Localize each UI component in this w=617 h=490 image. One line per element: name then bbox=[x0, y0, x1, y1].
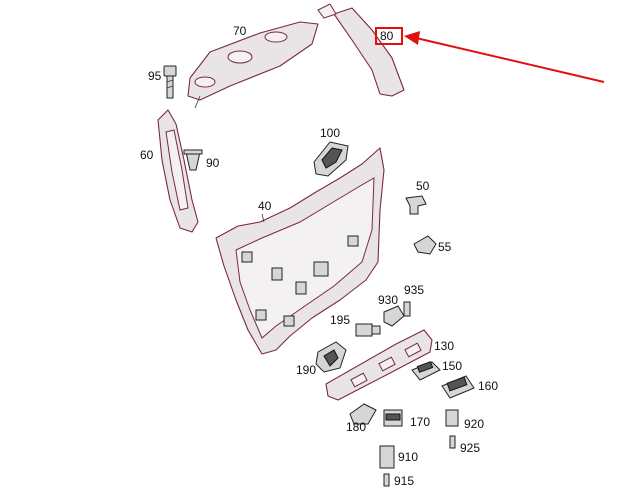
label-190: 190 bbox=[296, 363, 316, 377]
label-90: 90 bbox=[206, 156, 220, 170]
part-60-pillar-strip[interactable] bbox=[157, 109, 199, 233]
label-935: 935 bbox=[404, 283, 424, 297]
label-910: 910 bbox=[398, 450, 418, 464]
part-95-bolt[interactable] bbox=[163, 65, 177, 99]
highlight-arrow-head bbox=[404, 31, 420, 45]
part-925-screw[interactable] bbox=[449, 435, 456, 449]
label-70: 70 bbox=[233, 24, 247, 38]
part-100-handle-cover[interactable] bbox=[313, 141, 349, 177]
label-60: 60 bbox=[140, 148, 154, 162]
label-150: 150 bbox=[442, 359, 462, 373]
part-80-pillar-trim[interactable] bbox=[317, 3, 405, 97]
label-180: 180 bbox=[346, 420, 366, 434]
label-100: 100 bbox=[320, 126, 340, 140]
part-160-switch[interactable] bbox=[441, 375, 475, 399]
label-930: 930 bbox=[378, 293, 398, 307]
part-180-housing[interactable] bbox=[349, 403, 377, 425]
label-170: 170 bbox=[410, 415, 430, 429]
part-170-socket[interactable] bbox=[383, 409, 403, 427]
part-930-actuator[interactable] bbox=[383, 305, 405, 327]
part-915-screw[interactable] bbox=[383, 473, 390, 487]
highlight-arrow bbox=[415, 37, 605, 83]
label-95: 95 bbox=[148, 69, 162, 83]
label-915: 915 bbox=[394, 474, 414, 488]
label-80: 80 bbox=[380, 29, 394, 43]
label-130: 130 bbox=[434, 339, 454, 353]
part-150-switch[interactable] bbox=[411, 361, 441, 381]
part-90-clip[interactable] bbox=[183, 149, 203, 171]
label-55: 55 bbox=[438, 240, 452, 254]
label-920: 920 bbox=[464, 417, 484, 431]
label-195: 195 bbox=[330, 313, 350, 327]
highlight-box-80 bbox=[375, 27, 403, 45]
part-910-sensor[interactable] bbox=[379, 445, 395, 469]
part-130-switch-strip[interactable] bbox=[325, 329, 433, 401]
label-925: 925 bbox=[460, 441, 480, 455]
part-935-screw[interactable] bbox=[403, 301, 411, 317]
part-40-tailgate-panel[interactable] bbox=[215, 147, 385, 355]
label-50: 50 bbox=[416, 179, 430, 193]
part-920-sensor[interactable] bbox=[445, 409, 459, 427]
part-190-lamp[interactable] bbox=[315, 341, 347, 373]
label-40: 40 bbox=[258, 199, 272, 213]
part-50-clip[interactable] bbox=[405, 195, 427, 215]
part-195-connector[interactable] bbox=[355, 323, 381, 337]
label-160: 160 bbox=[478, 379, 498, 393]
part-70-upper-trim[interactable] bbox=[187, 21, 319, 109]
part-55-bracket[interactable] bbox=[413, 235, 437, 255]
